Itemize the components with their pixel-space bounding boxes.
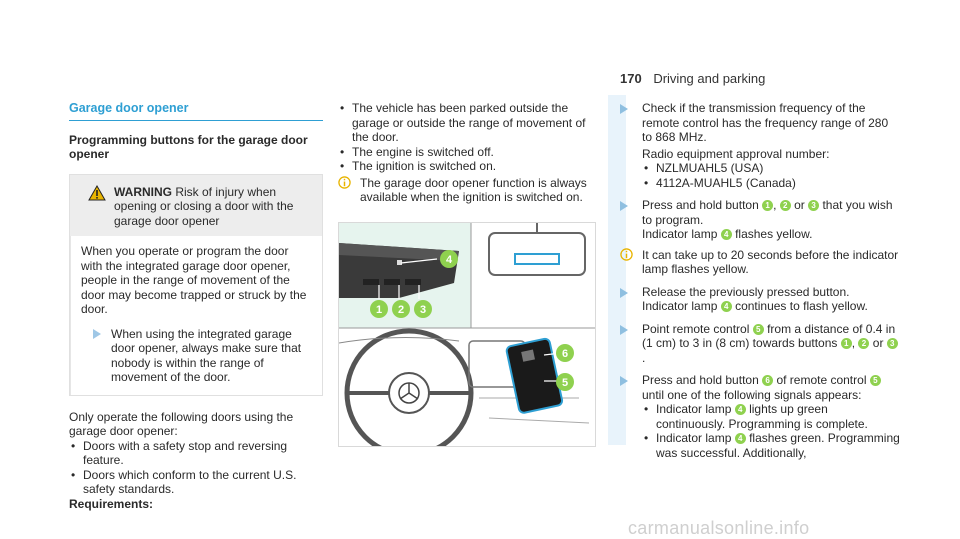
subheading: Programming buttons for the garage door … (69, 132, 308, 162)
info-note: It can take up to 20 seconds before the … (620, 248, 900, 277)
step-arrow-icon (93, 328, 101, 339)
svg-text:5: 5 (562, 377, 568, 389)
page-number: 170 (620, 71, 642, 86)
list-item: The engine is switched off. (338, 145, 596, 160)
watermark: carmanualsonline.info (628, 518, 810, 538)
step-3: Release the previously pressed button. I… (608, 285, 900, 314)
callout-2: 2 (858, 338, 870, 349)
list-item: Indicator lamp 4 flashes green. Programm… (642, 431, 900, 460)
callout-4: 4 (440, 250, 458, 268)
warning-header: WARNING Risk of injury when opening or c… (70, 175, 322, 237)
callout-4: 4 (720, 301, 732, 312)
step-sidebar (608, 95, 626, 445)
figure-garage-door-opener: 4 1 2 3 6 5 (338, 222, 596, 447)
step-arrow-icon (620, 324, 628, 335)
list-item: 4112A-MUAHL5 (Canada) (642, 176, 900, 191)
info-icon (620, 247, 633, 261)
step-5: Press and hold button 6 of remote contro… (608, 373, 900, 460)
list-item: Doors with a safety stop and reversing f… (69, 439, 323, 468)
list-item: Doors which conform to the current U.S. … (69, 468, 323, 497)
warning-body-text: When you operate or program the door wit… (81, 244, 307, 316)
step-arrow-icon (620, 201, 628, 211)
warning-text: Risk of injury when opening or closing a… (114, 184, 294, 228)
section-title: Garage door opener (69, 101, 189, 115)
callout-3: 3 (808, 200, 820, 211)
step-4: Point remote control 5 from a distance o… (608, 322, 900, 366)
svg-text:2: 2 (398, 304, 404, 316)
requirements-label: Requirements: (69, 496, 154, 511)
callout-2: 2 (392, 300, 410, 318)
left-column: Garage door opener Programming buttons f… (69, 101, 323, 511)
callout-5: 5 (752, 323, 764, 335)
callout-4: 4 (720, 229, 732, 240)
callout-4: 4 (734, 404, 746, 415)
warning-label: WARNING (114, 184, 172, 199)
figure-illustration: 4 1 2 3 6 5 (339, 223, 595, 446)
warning-triangle-icon (88, 184, 106, 200)
callout-3: 3 (886, 338, 898, 349)
right-column: Check if the transmission frequency of t… (608, 101, 900, 460)
svg-text:3: 3 (420, 304, 426, 316)
info-icon (338, 175, 351, 189)
svg-text:6: 6 (562, 348, 568, 360)
list-item: The ignition is switched on. (338, 159, 596, 174)
intro-text: Only operate the following doors using t… (69, 409, 294, 439)
chapter-title: Driving and parking (653, 71, 766, 86)
callout-1: 1 (762, 200, 774, 211)
info-note: The garage door opener function is alway… (338, 176, 596, 205)
svg-text:1: 1 (376, 304, 382, 316)
warning-step: When using the integrated garage door op… (81, 327, 312, 385)
step-2: Press and hold button 1, 2 or 3 that you… (608, 198, 900, 242)
page-header: 170 Driving and parking (620, 71, 765, 86)
step-arrow-icon (620, 376, 628, 386)
callout-4: 4 (734, 433, 746, 444)
callout-1: 1 (370, 300, 388, 318)
callout-6: 6 (762, 375, 774, 386)
callout-1: 1 (840, 338, 852, 349)
step-arrow-icon (620, 104, 628, 114)
middle-column: The vehicle has been parked outside the … (338, 101, 596, 205)
list-item: NZLMUAHL5 (USA) (642, 161, 900, 176)
callout-5: 5 (869, 375, 881, 386)
step-arrow-icon (620, 287, 628, 298)
list-item: Indicator lamp 4 lights up green continu… (642, 402, 900, 431)
warning-body: When you operate or program the door wit… (70, 236, 322, 395)
callout-6: 6 (556, 344, 574, 362)
callout-3: 3 (414, 300, 432, 318)
warning-box: WARNING Risk of injury when opening or c… (69, 173, 323, 396)
callout-2: 2 (779, 200, 791, 211)
list-item: The vehicle has been parked outside the … (338, 101, 596, 145)
svg-text:4: 4 (446, 254, 453, 266)
callout-5: 5 (556, 373, 574, 391)
step-1: Check if the transmission frequency of t… (608, 101, 900, 190)
section-rule (69, 119, 323, 121)
